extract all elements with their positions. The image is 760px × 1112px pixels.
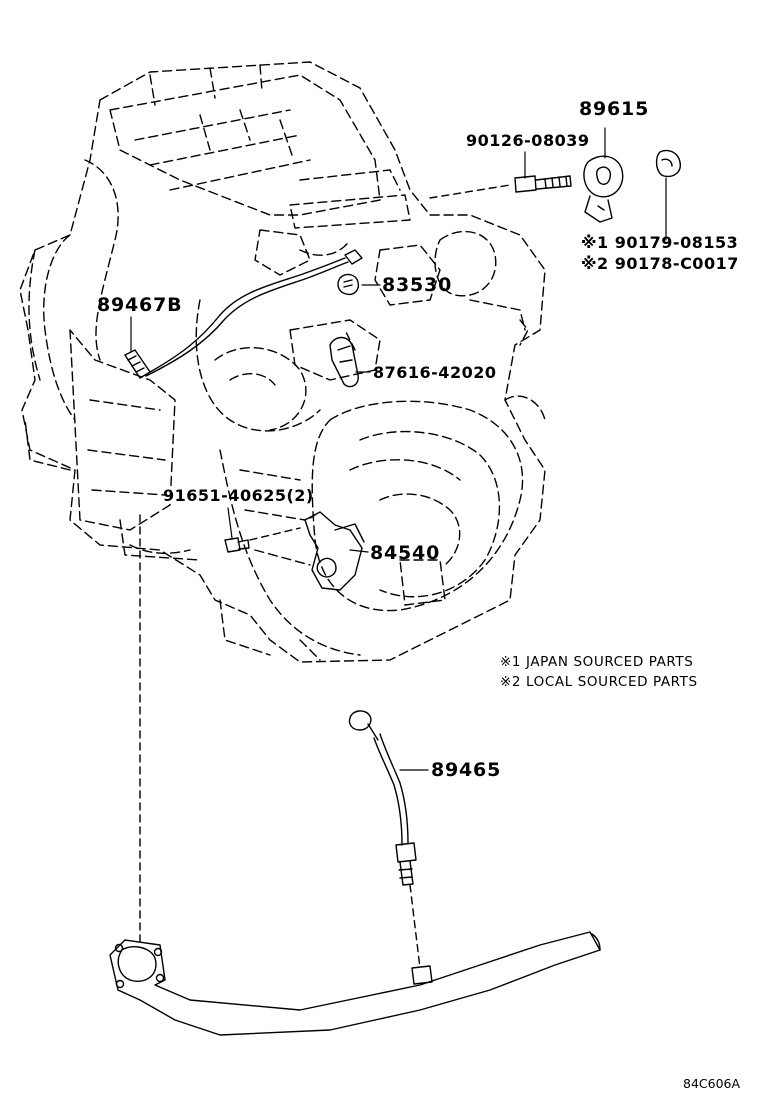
clamp-87616 [329, 336, 359, 388]
leader-lines [130, 127, 667, 771]
bolt-90126 [514, 175, 572, 193]
part-number-90126: 90126-08039 [466, 131, 590, 150]
part-number-84540: 84540 [370, 542, 441, 564]
bolt-91651 [224, 537, 250, 553]
note-japan-sourced: ※1 JAPAN SOURCED PARTS [500, 654, 694, 670]
part-number-90178: ※2 90178-C0017 [581, 254, 739, 273]
part-number-89465: 89465 [431, 759, 502, 781]
oxygen-sensor-89465 [348, 710, 417, 886]
part-number-89467b: 89467B [97, 294, 183, 316]
engine-block [19, 61, 546, 663]
part-number-90179: ※1 90179-08153 [581, 233, 739, 252]
switch-84540 [304, 511, 365, 591]
cap-90179 [655, 149, 681, 178]
part-number-87616: 87616-42020 [373, 363, 497, 382]
oxygen-sensor-89467b [124, 249, 363, 379]
part-number-91651: 91651-40625(2) [163, 486, 314, 505]
part-number-83530: 83530 [382, 274, 453, 296]
indicator-lines [139, 184, 511, 969]
part-number-89615: 89615 [579, 98, 650, 120]
knock-sensor-89615 [583, 155, 624, 223]
illustration-code: 84C606A [683, 1076, 741, 1091]
note-local-sourced: ※2 LOCAL SOURCED PARTS [500, 674, 698, 690]
sensor-83530 [337, 273, 360, 296]
exhaust-pipe [109, 931, 601, 1036]
